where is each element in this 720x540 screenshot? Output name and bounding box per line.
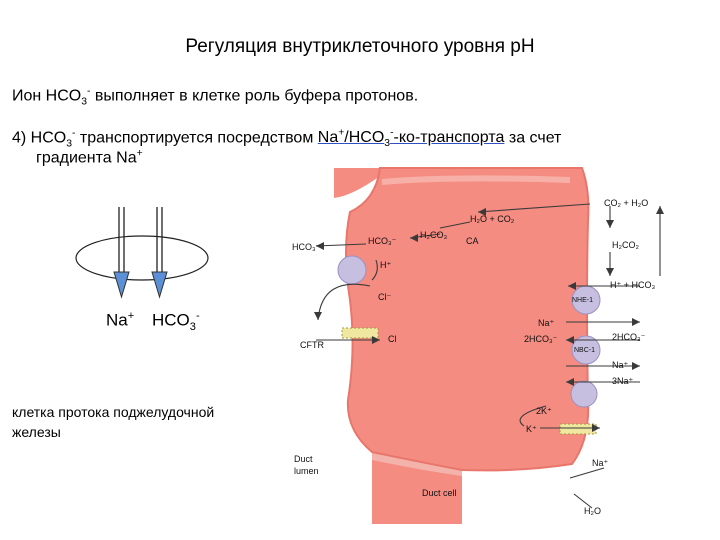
label-cl-lower: Cl <box>388 334 397 344</box>
label-nhe1: NHE-1 <box>572 297 593 304</box>
label-h2o-bottom: H₂O <box>584 506 601 516</box>
ion-hco3-sub: 3 <box>190 321 196 333</box>
arrowhead-12 <box>606 220 614 228</box>
arrowhead-4 <box>314 312 322 320</box>
label-ca: CA <box>466 236 479 246</box>
arrowhead-14 <box>656 206 664 214</box>
label-nbc1: NBC-1 <box>574 347 595 354</box>
caption-line-1: клетка протока поджелудочной <box>12 404 214 420</box>
symporter-ring <box>76 236 208 280</box>
label-h2co3: H₂CO₃ <box>420 230 447 240</box>
label-duct-lumen-1: Duct <box>294 454 313 464</box>
label-na-blood: Na⁺ <box>612 360 629 370</box>
label-cl-upper: Cl⁻ <box>378 292 391 302</box>
arrowhead-13 <box>606 268 614 276</box>
label-2hco3-blood: 2HCO₃⁻ <box>612 332 646 342</box>
na-k-pump <box>571 381 597 407</box>
label-duct-cell: Duct cell <box>422 488 457 498</box>
hco3-arrowhead <box>152 272 167 297</box>
label-hco3-lumen: HCO₃⁻ <box>292 242 321 252</box>
arrowhead-9 <box>632 362 640 370</box>
symporter-ion-na: Na+ <box>106 310 134 331</box>
label-hco3-cell: HCO₃⁻ <box>368 236 397 246</box>
transporter-hco3-cl <box>338 256 366 284</box>
ion-hco3-base: HCO <box>152 311 190 330</box>
label-na-bottom: Na⁺ <box>592 458 609 468</box>
symporter-ion-hco3: HCO3- <box>152 310 200 333</box>
caption-line-2: железы <box>12 424 61 440</box>
na-arrowhead <box>114 272 129 297</box>
label-3na-blood: 3Na⁺ <box>612 376 634 386</box>
label-2k: 2K⁺ <box>536 406 552 416</box>
ion-hco3-sup: - <box>196 310 200 322</box>
label-h2co2-blood: H₂CO₂ <box>612 240 639 250</box>
arrowhead-6 <box>632 318 640 326</box>
label-cftr: CFTR <box>300 340 324 350</box>
label-co2-h2o-blood: CO₂ + H₂O <box>604 198 648 208</box>
label-2hco3-cell: 2HCO₃⁻ <box>524 334 558 344</box>
label-k: K⁺ <box>526 424 537 434</box>
label-h2o-co2: H₂O + CO₂ <box>470 214 515 224</box>
ion-na-base: Na <box>106 311 128 330</box>
arrow-na-bottom <box>570 468 604 478</box>
label-h-plus: H⁺ <box>380 260 391 270</box>
label-na-cell: Na⁺ <box>538 318 555 328</box>
label-duct-lumen-2: lumen <box>294 466 319 476</box>
label-h-hco3-blood: H⁺ + HCO₃ <box>610 280 656 290</box>
k-channel <box>560 424 596 434</box>
ion-na-sup: + <box>128 310 134 322</box>
